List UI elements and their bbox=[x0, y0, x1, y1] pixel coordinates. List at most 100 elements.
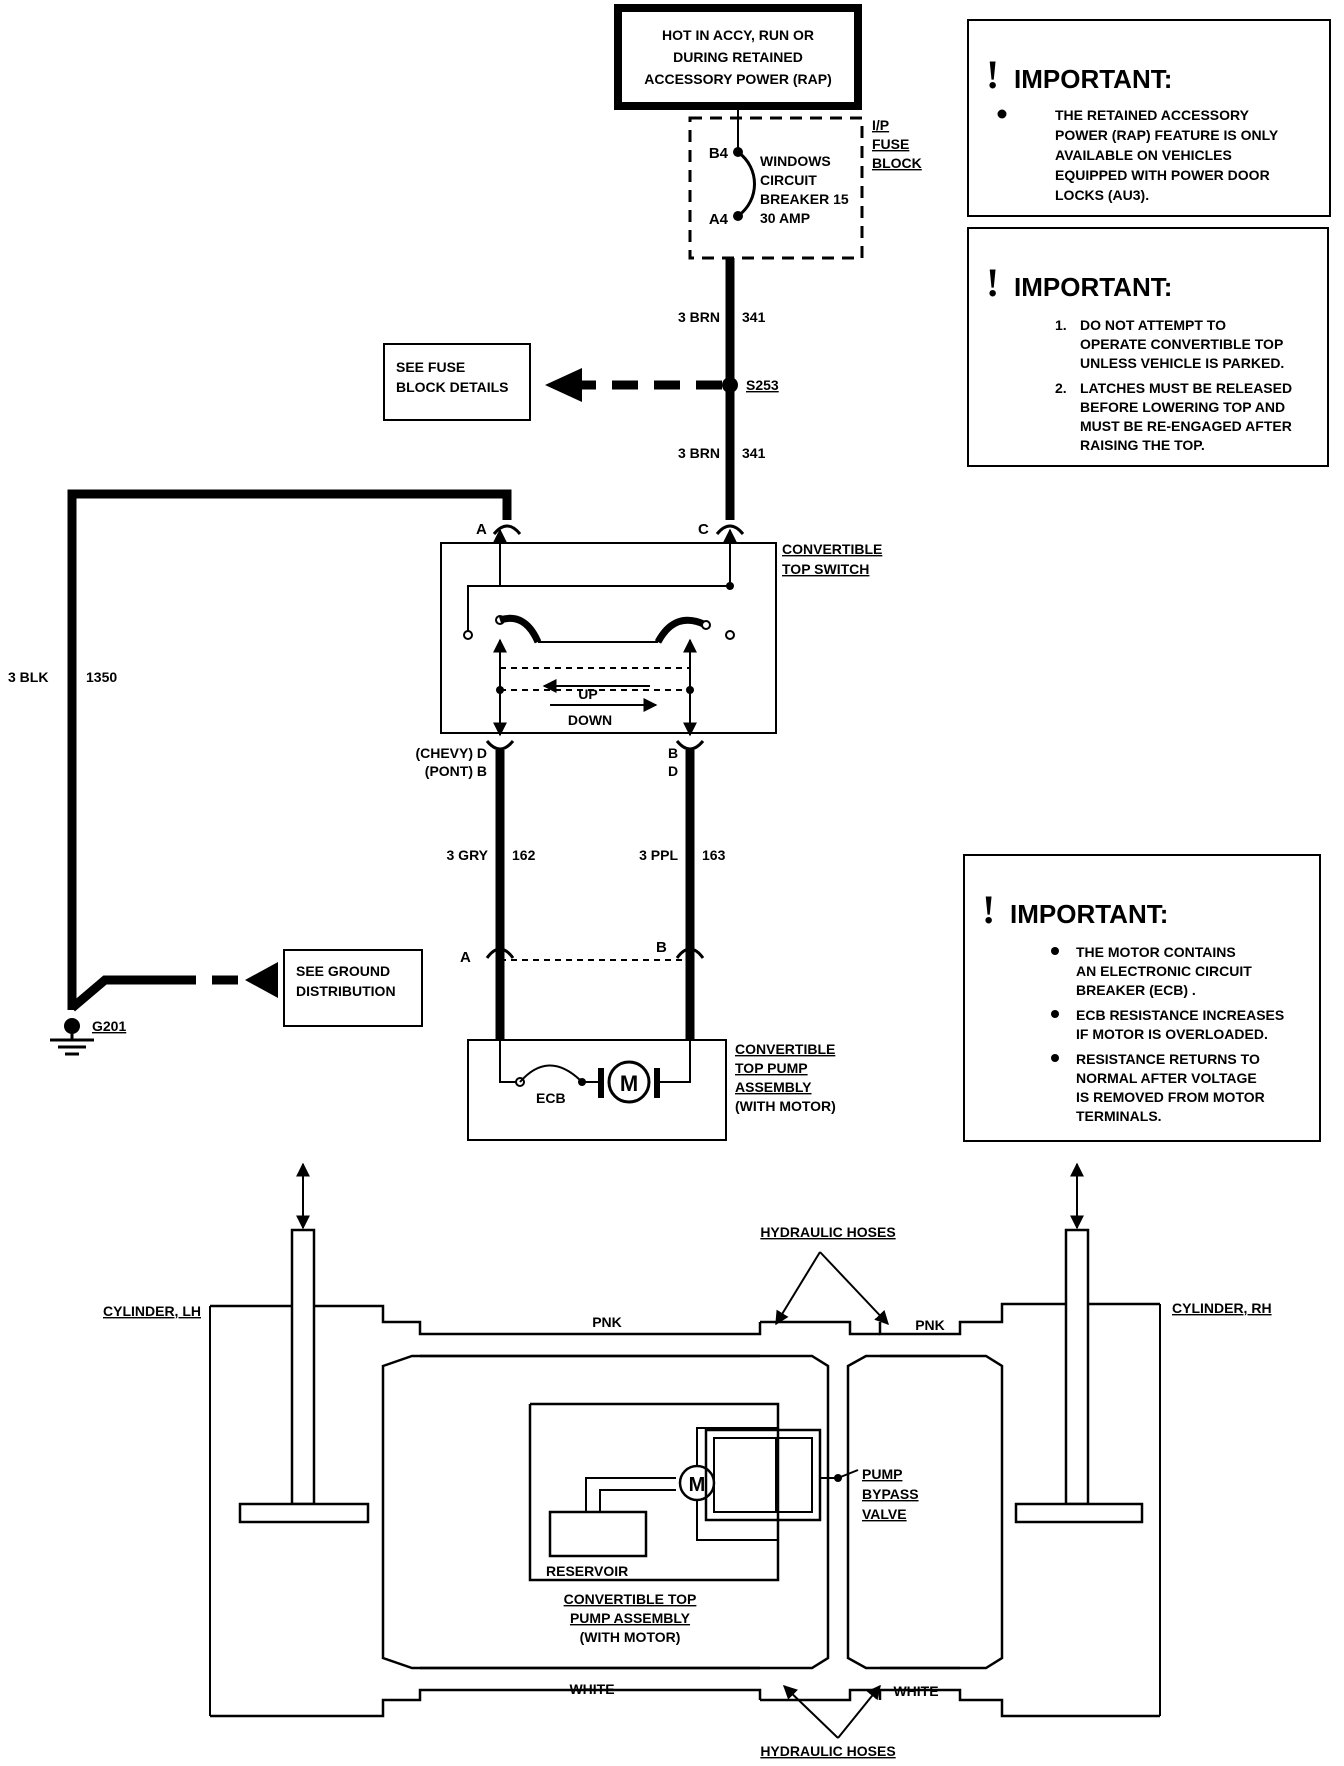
pump-label-4: (WITH MOTOR) bbox=[735, 1098, 836, 1114]
important-2-item-2-line-2: BEFORE LOWERING TOP AND bbox=[1080, 399, 1285, 415]
important-3-b3-line-3: IS REMOVED FROM MOTOR bbox=[1076, 1089, 1265, 1105]
power-source-line-3: ACCESSORY POWER (RAP) bbox=[644, 71, 831, 87]
important-3-b1-line-1: THE MOTOR CONTAINS bbox=[1076, 944, 1236, 960]
arrow-left-icon bbox=[545, 368, 582, 402]
see-fuse-block-details: SEE FUSE BLOCK DETAILS bbox=[383, 343, 722, 421]
important-2-title: IMPORTANT: bbox=[1014, 272, 1172, 302]
bypass-label-2: BYPASS bbox=[862, 1486, 919, 1502]
important-box-rap: ! IMPORTANT: THE RETAINED ACCESSORY POWE… bbox=[967, 19, 1331, 217]
important-box-motor: ! IMPORTANT: THE MOTOR CONTAINS AN ELECT… bbox=[963, 854, 1321, 1142]
pump-label-3: ASSEMBLY bbox=[735, 1079, 812, 1095]
switch-connector-left-bottom bbox=[485, 740, 515, 751]
important-3-b2-line-2: IF MOTOR IS OVERLOADED. bbox=[1076, 1026, 1268, 1042]
see-ground-line-1: SEE GROUND bbox=[296, 963, 390, 979]
wire-brn-upper-color: 3 BRN bbox=[678, 309, 720, 325]
important-1-line-4: EQUIPPED WITH POWER DOOR bbox=[1055, 167, 1270, 183]
important-1-line-5: LOCKS (AU3). bbox=[1055, 187, 1149, 203]
switch-label-1: CONVERTIBLE bbox=[782, 541, 882, 557]
pump-label-2: TOP PUMP bbox=[735, 1060, 808, 1076]
motor-icon bbox=[607, 1060, 651, 1104]
pump-chamber-left bbox=[381, 1354, 830, 1670]
important-3-b3-line-4: TERMINALS. bbox=[1076, 1108, 1162, 1124]
cylinder-lh-rod bbox=[290, 1228, 316, 1506]
fuse-pin-b4: B4 bbox=[709, 145, 729, 162]
fuse-block-label-3: BLOCK bbox=[872, 155, 922, 171]
bypass-label-3: VALVE bbox=[862, 1506, 907, 1522]
ground-point bbox=[64, 1018, 80, 1034]
pump-label-1: CONVERTIBLE bbox=[735, 1041, 835, 1057]
important-2-item-2-line-1: LATCHES MUST BE RELEASED bbox=[1080, 380, 1292, 396]
cylinder-lh-piston bbox=[238, 1502, 370, 1524]
breaker-label-3: BREAKER 15 bbox=[760, 191, 849, 207]
assy-label-3: (WITH MOTOR) bbox=[580, 1629, 681, 1645]
switch-contact-left bbox=[498, 614, 542, 644]
breaker-label-2: CIRCUIT bbox=[760, 172, 817, 188]
bypass-label-1: PUMP bbox=[862, 1466, 902, 1482]
fuse-block-label-2: FUSE bbox=[872, 136, 909, 152]
see-fuse-line-1: SEE FUSE bbox=[396, 359, 465, 375]
switch-label-2: TOP SWITCH bbox=[782, 561, 869, 577]
cylinder-rh: CYLINDER, RH bbox=[878, 1162, 1272, 1718]
hydraulic-hoses-bottom-label: HYDRAULIC HOSES bbox=[760, 1743, 895, 1759]
switch-chevy-right: B bbox=[668, 745, 678, 761]
hydraulic-hoses-top-label: HYDRAULIC HOSES bbox=[760, 1224, 895, 1240]
assy-label-2: PUMP ASSEMBLY bbox=[570, 1610, 691, 1626]
power-source-line-1: HOT IN ACCY, RUN OR bbox=[662, 27, 814, 43]
bullet-icon bbox=[1051, 947, 1059, 955]
important-2-item-1-line-1: DO NOT ATTEMPT TO bbox=[1080, 317, 1226, 333]
switch-connector-right-bottom bbox=[675, 740, 705, 751]
cylinder-rh-label: CYLINDER, RH bbox=[1172, 1300, 1272, 1316]
important-box-operation: ! IMPORTANT: 1. DO NOT ATTEMPT TO OPERAT… bbox=[967, 227, 1329, 467]
switch-contact-right bbox=[654, 616, 708, 644]
ground-id: G201 bbox=[92, 1018, 126, 1034]
motor-connector-b bbox=[675, 947, 705, 959]
fuse-pin-a4: A4 bbox=[709, 211, 729, 228]
wire-brn-lower-color: 3 BRN bbox=[678, 445, 720, 461]
breaker-label-4: 30 AMP bbox=[760, 210, 810, 226]
important-2-num-1: 1. bbox=[1055, 317, 1067, 333]
reservoir-label: RESERVOIR bbox=[546, 1563, 628, 1579]
important-1-line-1: THE RETAINED ACCESSORY bbox=[1055, 107, 1250, 123]
splice-s253-label: S253 bbox=[746, 377, 779, 393]
bullet-icon bbox=[1051, 1010, 1059, 1018]
power-source-box: HOT IN ACCY, RUN OR DURING RETAINED ACCE… bbox=[614, 4, 862, 110]
fuse-block: B4 A4 WINDOWS CIRCUIT BREAKER 15 30 AMP … bbox=[688, 106, 922, 260]
switch-pin-c: C bbox=[698, 521, 709, 538]
circuit-breaker-symbol bbox=[737, 150, 756, 218]
hose-white-right-label: WHITE bbox=[893, 1683, 938, 1699]
switch-pont-left: (PONT) B bbox=[425, 763, 487, 779]
cylinder-lh-label: CYLINDER, LH bbox=[103, 1303, 201, 1319]
hydraulic-motor-label: M bbox=[689, 1474, 706, 1496]
important-3-b3-line-2: NORMAL AFTER VOLTAGE bbox=[1076, 1070, 1257, 1086]
important-1-line-3: AVAILABLE ON VEHICLES bbox=[1055, 147, 1232, 163]
switch-pin-a: A bbox=[476, 521, 487, 538]
bullet-icon bbox=[1051, 1054, 1059, 1062]
switch-connector-a bbox=[492, 524, 522, 535]
motor-symbol-label: M bbox=[620, 1071, 638, 1096]
important-1-title: IMPORTANT: bbox=[1014, 64, 1172, 94]
important-2-item-2-line-3: MUST BE RE-ENGAGED AFTER bbox=[1080, 418, 1292, 434]
motor-connector-a bbox=[485, 947, 515, 959]
important-2-item-2-line-4: RAISING THE TOP. bbox=[1080, 437, 1205, 453]
hydraulic-system: HYDRAULIC HOSES HYDRAULIC HOSES CYLINDER… bbox=[103, 1162, 1272, 1759]
important-3-b3-line-1: RESISTANCE RETURNS TO bbox=[1076, 1051, 1260, 1067]
switch-chevy-left: (CHEVY) D bbox=[415, 745, 487, 761]
important-3-b1-line-2: AN ELECTRONIC CIRCUIT bbox=[1076, 963, 1252, 979]
motor-pin-b: B bbox=[656, 939, 667, 956]
switch-up-label: UP bbox=[578, 686, 597, 702]
switch-connector-c bbox=[715, 524, 745, 535]
wire-blk-color: 3 BLK bbox=[8, 669, 48, 685]
switch-down-label: DOWN bbox=[568, 712, 612, 728]
important-3-title: IMPORTANT: bbox=[1010, 899, 1168, 929]
ecb-symbol bbox=[519, 1064, 581, 1083]
switch-pont-right: D bbox=[668, 763, 678, 779]
bullet-icon bbox=[997, 109, 1007, 119]
pump-chamber-right bbox=[846, 1354, 1004, 1670]
wire-brn-upper-circuit: 341 bbox=[742, 309, 766, 325]
wire-ppl-circuit: 163 bbox=[702, 847, 726, 863]
fuse-block-label-1: I/P bbox=[872, 117, 889, 133]
important-3-b1-line-3: BREAKER (ECB) . bbox=[1076, 982, 1196, 998]
ecb-label: ECB bbox=[536, 1090, 566, 1106]
wire-ppl-color: 3 PPL bbox=[639, 847, 678, 863]
